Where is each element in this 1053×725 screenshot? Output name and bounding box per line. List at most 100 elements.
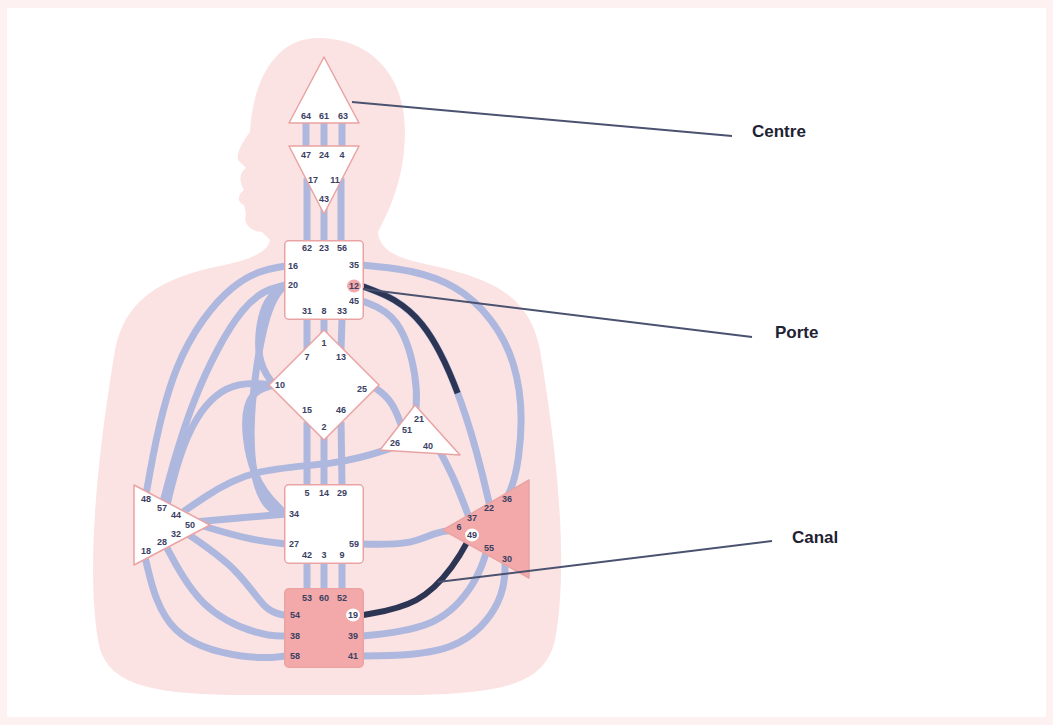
gate-number: 55 [484, 544, 494, 553]
gate-number: 25 [357, 385, 367, 394]
gate-number: 17 [308, 176, 318, 185]
gate-number: 40 [423, 442, 433, 451]
centre-shape: 215126 40 [378, 403, 462, 459]
gate-number: 31 [302, 307, 312, 316]
channel-line [303, 422, 310, 485]
centre-shape: 36 22 37 6 49 55 30 [440, 478, 532, 580]
gate-number: 12 [347, 280, 361, 293]
gate-number: 46 [336, 406, 346, 415]
callout-label: Porte [775, 323, 818, 343]
gate-number: 2 [321, 423, 326, 432]
gate-number: 37 [467, 514, 477, 523]
callout-label: Centre [752, 122, 806, 142]
gate-number: 19 [346, 609, 360, 622]
gate-number: 21 [414, 415, 424, 424]
gate-number: 15 [302, 406, 312, 415]
gate-number: 26 [390, 439, 400, 448]
gate-number: 35 [349, 261, 359, 270]
gate-number: 64 [301, 112, 311, 121]
gate-number: 42 [302, 551, 312, 560]
gate-number: 49 [465, 529, 479, 542]
gate-number: 23 [319, 244, 329, 253]
gate-number: 61 [319, 112, 329, 121]
gate-number: 48 [141, 495, 151, 504]
gate-number: 51 [402, 426, 412, 435]
gate-number: 59 [349, 540, 359, 549]
gate-number: 24 [319, 151, 329, 160]
channel-line [145, 558, 285, 658]
centre-outline [285, 589, 364, 668]
gate-number: 57 [157, 504, 167, 513]
gate-number: 43 [319, 195, 329, 204]
channel-line [321, 122, 328, 147]
centre-shape: 48574450322818 [130, 482, 214, 568]
channel-line [362, 286, 491, 511]
callout-label: Canal [792, 528, 838, 548]
gate-number: 11 [330, 176, 340, 185]
channel-line [303, 122, 310, 147]
leader-line [352, 102, 732, 136]
channel-line [362, 562, 505, 656]
gate-number: 14 [319, 489, 329, 498]
centre-outline [378, 403, 462, 459]
centre-shape: 622356163520124531833 [284, 240, 364, 320]
gate-number: 41 [348, 652, 358, 661]
centre-shape: 47244171143 [288, 145, 360, 215]
centre-outline [285, 241, 364, 320]
channel-line [362, 530, 456, 544]
channel-line [338, 422, 346, 485]
gate-number: 5 [304, 489, 309, 498]
gate-number: 6 [456, 523, 461, 532]
centre-outline [269, 330, 379, 440]
gate-number: 56 [337, 244, 347, 253]
gate-number: 10 [275, 381, 285, 390]
channel-line [165, 545, 285, 636]
centre-shape: 53 60 52 54 19 38 39 58 41 [284, 588, 364, 668]
gate-number: 27 [289, 540, 299, 549]
gate-number: 54 [290, 611, 300, 620]
gate-number: 18 [141, 547, 151, 556]
centre-shape: 64 61 63 [288, 56, 360, 124]
gate-number: 36 [502, 495, 512, 504]
gate-number: 52 [337, 594, 347, 603]
gate-number: 60 [319, 594, 329, 603]
gate-number: 22 [484, 504, 494, 513]
channel-line [246, 385, 286, 514]
centre-outline [440, 478, 532, 580]
gate-number: 7 [304, 353, 309, 362]
gate-number: 30 [502, 555, 512, 564]
gate-number: 29 [337, 489, 347, 498]
gate-number: 45 [349, 297, 359, 306]
centre-outline [289, 57, 359, 123]
gate-number: 4 [339, 151, 344, 160]
centre-outline [380, 405, 460, 455]
gate-number: 63 [338, 112, 348, 121]
gate-number: 38 [290, 632, 300, 641]
gate-number: 1 [321, 339, 326, 348]
gate-number: 62 [302, 244, 312, 253]
centre-outline [285, 485, 364, 564]
channel-line [304, 563, 311, 589]
channel-line [374, 387, 402, 428]
body-silhouette [93, 38, 561, 695]
centre-shape: 1 7 13 10 25 15 46 2 [268, 329, 380, 441]
gate-number: 58 [290, 652, 300, 661]
channel-line [339, 563, 346, 589]
centre-shape: 5 14 29 34 27 59 42 3 9 [284, 484, 364, 564]
gate-number: 3 [321, 551, 326, 560]
channel-line [339, 122, 346, 147]
channel-line [440, 452, 470, 520]
channel-line [321, 563, 328, 589]
gate-number: 34 [289, 510, 299, 519]
gate-number: 28 [157, 538, 167, 547]
gate-number: 9 [339, 551, 344, 560]
gate-number: 16 [288, 262, 298, 271]
gate-number: 53 [302, 594, 312, 603]
gate-number: 13 [336, 353, 346, 362]
channel-line [362, 265, 521, 500]
gate-number: 33 [337, 307, 347, 316]
gate-number: 39 [348, 632, 358, 641]
